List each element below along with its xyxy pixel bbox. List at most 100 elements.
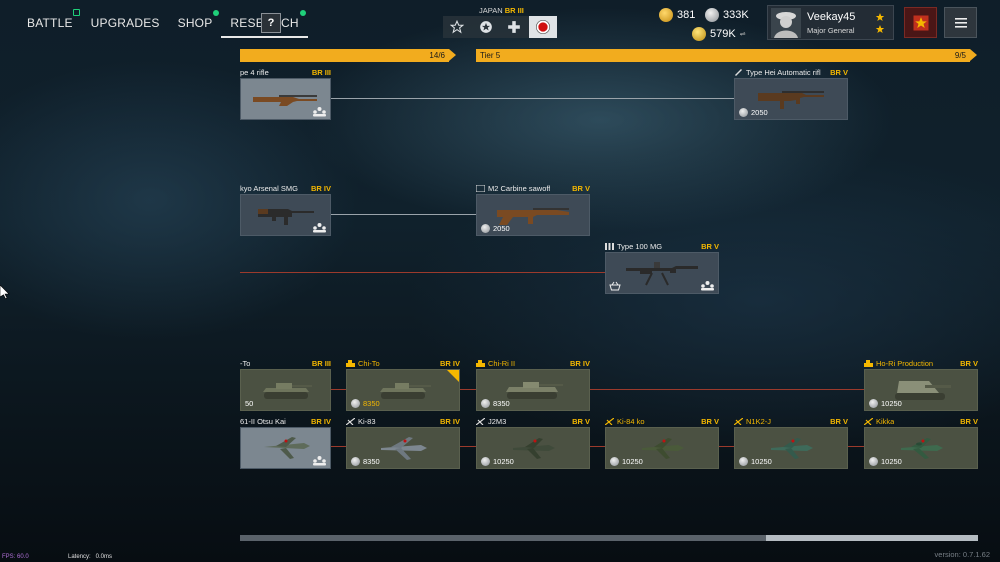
xp-balance: 579K ⇌ xyxy=(692,27,746,41)
branch-tab-1[interactable] xyxy=(443,16,472,38)
silver-coin-icon xyxy=(351,457,360,466)
silver-coin-icon xyxy=(610,457,619,466)
vehicle-price: 10250 xyxy=(869,399,902,408)
mg-type-icon xyxy=(605,242,614,250)
tank-icon xyxy=(262,383,312,399)
research-connector xyxy=(331,389,346,390)
fighter-plane-icon xyxy=(513,438,555,459)
price-value: 10250 xyxy=(751,457,772,466)
menu-button[interactable] xyxy=(944,7,977,38)
branch-tab-2[interactable] xyxy=(472,16,501,38)
research-connector xyxy=(240,272,605,273)
nav-shop[interactable]: SHOP xyxy=(169,8,222,38)
tier-bar-5: Tier 5 9/5 xyxy=(476,49,977,62)
nav-upgrades[interactable]: UPGRADES xyxy=(82,8,169,38)
vehicle-br: BR IV xyxy=(439,358,460,368)
research-connector xyxy=(848,446,864,447)
horizontal-scrollbar-thumb[interactable] xyxy=(766,535,978,541)
rifle-icon xyxy=(252,95,317,106)
player-rank: Major General xyxy=(807,26,855,35)
rank-button[interactable] xyxy=(904,7,937,38)
price-value: 8350 xyxy=(363,399,380,408)
player-profile[interactable]: Veekay45 Major General xyxy=(767,5,894,40)
xp-amount: 579K xyxy=(710,28,736,40)
vehicle-card-ki-84-ko[interactable]: Ki-84 ko BR V 10250 xyxy=(605,415,719,469)
gold-balance: 381 xyxy=(659,8,695,22)
research-connector xyxy=(719,446,734,447)
player-name: Veekay45 xyxy=(807,11,856,23)
price-value: 2050 xyxy=(751,108,768,117)
plus-cross-icon xyxy=(508,21,521,33)
vehicle-br: BR V xyxy=(960,416,978,426)
vehicle-price: 8350 xyxy=(351,399,380,408)
silver-coin-icon xyxy=(739,457,748,466)
tier-progress: 14/6 xyxy=(429,51,445,60)
price-value: 10250 xyxy=(881,399,902,408)
tank-type-icon xyxy=(476,359,485,367)
nav-battle[interactable]: BATTLE xyxy=(18,8,82,38)
tank-type-icon xyxy=(346,359,355,367)
research-connector xyxy=(460,446,476,447)
plane-type-icon xyxy=(605,417,614,425)
avatar xyxy=(771,8,801,38)
crew-icon xyxy=(313,456,326,466)
vehicle-price: 2050 xyxy=(739,108,768,117)
plane-type-icon xyxy=(864,417,873,425)
help-button[interactable]: ? xyxy=(261,13,281,33)
hamburger-icon xyxy=(954,17,967,28)
price-value: 8350 xyxy=(493,399,510,408)
vehicle-br: BR V xyxy=(572,416,590,426)
vehicle-name: Ki-83 xyxy=(358,416,376,426)
vehicle-br: BR III xyxy=(311,67,331,77)
exchange-icon[interactable]: ⇌ xyxy=(739,31,746,38)
machine-gun-icon xyxy=(626,262,698,286)
vehicle-name: 61-II Otsu Kai xyxy=(240,416,286,426)
vehicle-br: BR V xyxy=(701,416,719,426)
vehicle-price: 50 xyxy=(245,399,253,408)
fighter-plane-icon xyxy=(642,438,684,459)
tier-progress: 9/5 xyxy=(954,51,966,60)
rank-star-icon xyxy=(913,15,928,30)
research-connector xyxy=(590,446,605,447)
silver-coin-icon xyxy=(481,457,490,466)
branch-tab-japan[interactable] xyxy=(528,16,557,38)
price-value: 10250 xyxy=(881,457,902,466)
vehicle-price: 10250 xyxy=(739,457,772,466)
silver-coin-icon xyxy=(351,399,360,408)
price-value: 10250 xyxy=(622,457,643,466)
vehicle-name: N1K2-J xyxy=(746,416,772,426)
research-connector xyxy=(590,389,864,390)
automatic-rifle-icon xyxy=(758,91,824,109)
branch-tab-3[interactable] xyxy=(500,16,529,38)
jet-fighter-icon xyxy=(901,438,943,459)
silver-coin-icon xyxy=(481,224,490,233)
heavy-fighter-icon xyxy=(381,437,427,460)
tier-label: Tier 5 xyxy=(480,51,501,60)
vehicle-price: 2050 xyxy=(481,224,510,233)
gold-amount: 381 xyxy=(677,9,696,21)
vehicle-name: Ki-84 ko xyxy=(617,416,645,426)
silver-coin-icon xyxy=(705,8,719,22)
vehicle-name: Ho-Ri Production xyxy=(876,358,934,368)
japan-roundel-icon xyxy=(535,20,550,34)
horizontal-scrollbar-track[interactable] xyxy=(240,535,978,541)
branch-tabs xyxy=(443,16,557,38)
vehicle-name: J2M3 xyxy=(488,416,507,426)
price-value: 8350 xyxy=(363,457,380,466)
vehicle-name: kyo Arsenal SMG xyxy=(240,183,298,193)
